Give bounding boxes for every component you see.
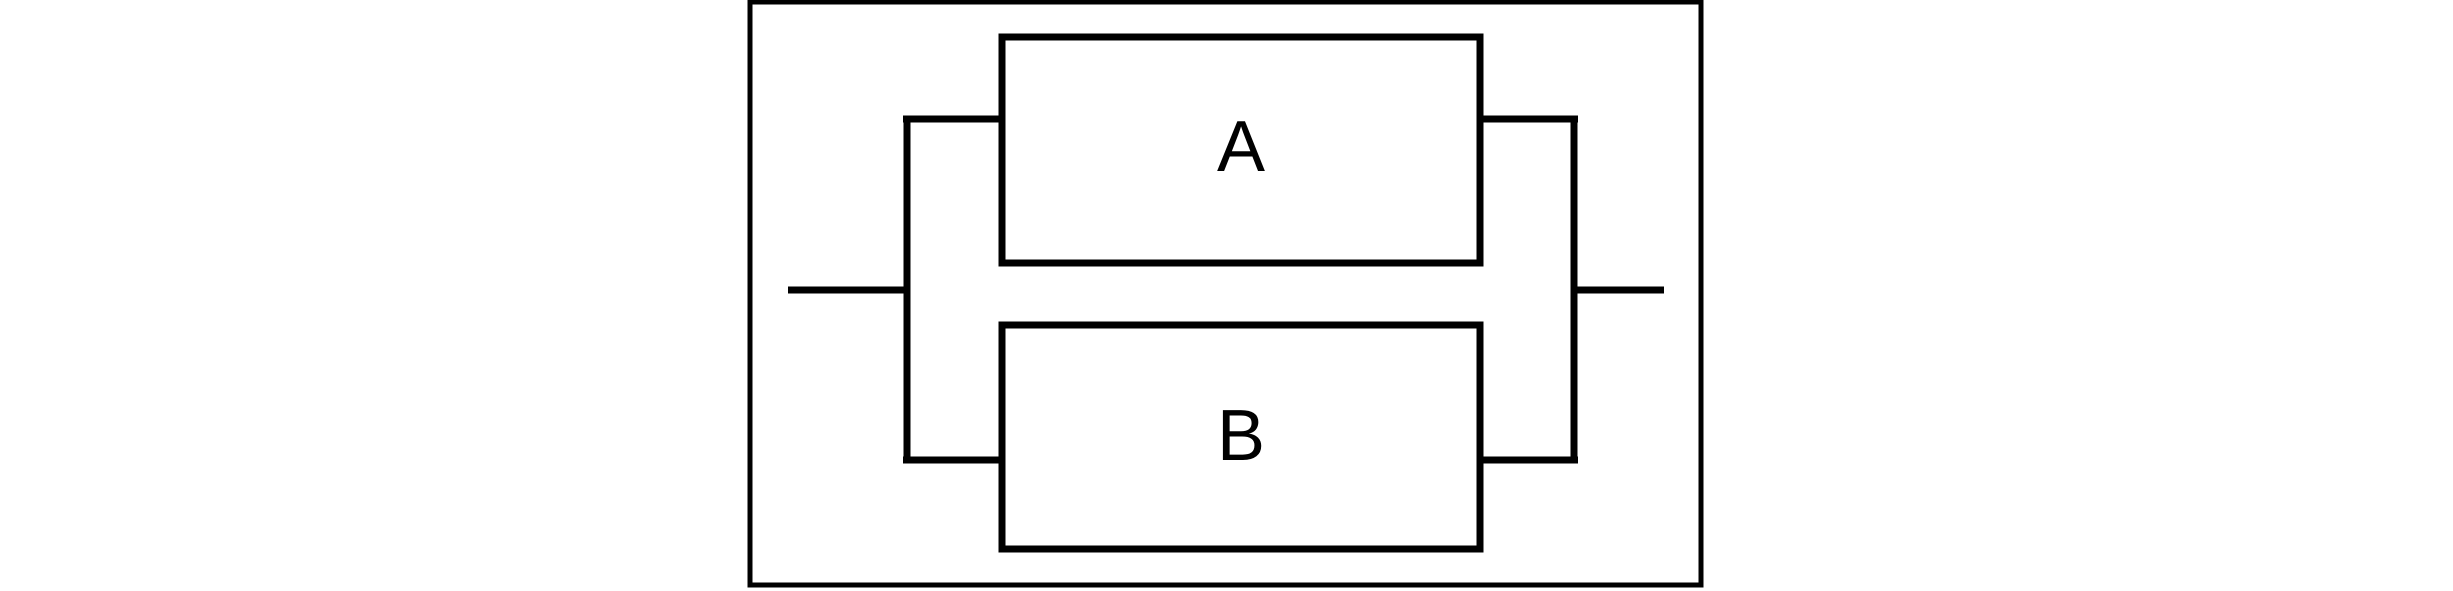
- block-a: A: [998, 33, 1484, 267]
- block-b: B: [998, 321, 1484, 553]
- block-b-rect: [998, 321, 1484, 553]
- block-a-label: A: [1217, 107, 1265, 187]
- block-b-label: B: [1217, 396, 1265, 476]
- block-a-rect: [998, 33, 1484, 267]
